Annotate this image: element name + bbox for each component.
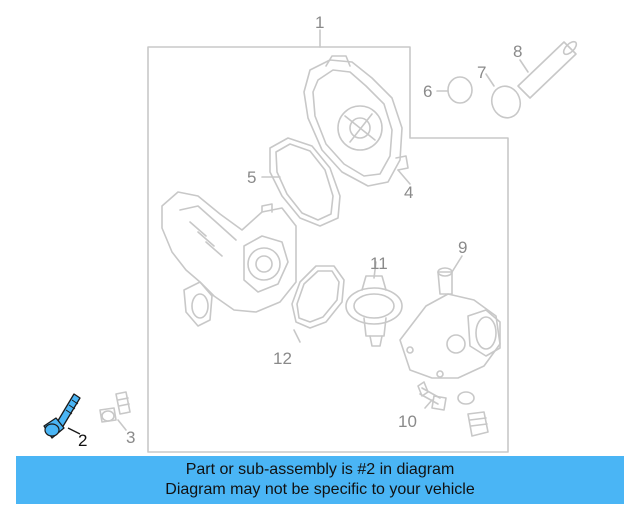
leader-3 (117, 419, 127, 431)
callout-4: 4 (404, 183, 413, 202)
callout-11: 11 (370, 254, 388, 273)
leader-12 (293, 329, 301, 343)
part-9-thermostat-housing (399, 267, 501, 379)
banner-line-2: Diagram may not be specific to your vehi… (165, 481, 475, 498)
part-7-oring (490, 85, 522, 119)
leader-9 (451, 255, 463, 273)
part-6-oring (447, 76, 473, 104)
callout-9: 9 (458, 238, 467, 257)
part-housing (161, 191, 297, 327)
part-3-bolt (99, 391, 131, 423)
banner-line-1: Part or sub-assembly is #2 in diagram (185, 461, 455, 478)
leader-8 (519, 59, 529, 73)
assembly-boundary (147, 46, 509, 453)
callout-7: 7 (477, 63, 486, 82)
leader-2 (67, 427, 81, 435)
callout-2: 2 (78, 431, 87, 450)
part-5-gasket (269, 137, 341, 227)
leader-10 (424, 399, 433, 409)
callout-6: 6 (423, 82, 432, 101)
leader-4 (397, 169, 411, 185)
part-2-bolt-highlight (43, 393, 81, 439)
part-8-pipe (517, 40, 578, 99)
part-small-oring (457, 391, 475, 405)
callout-10: 10 (398, 412, 417, 431)
leader-7 (485, 73, 495, 87)
part-12-gasket (291, 265, 345, 329)
part-4-pump-cover (303, 55, 409, 187)
callout-1: 1 (315, 13, 324, 32)
part-11-thermostat (345, 275, 403, 347)
part-10-bolt (417, 381, 447, 411)
leader-11 (373, 261, 377, 279)
part-plug (467, 411, 489, 437)
callout-3: 3 (126, 428, 135, 447)
callout-8: 8 (513, 42, 522, 61)
callout-12: 12 (273, 349, 292, 368)
info-banner: Part or sub-assembly is #2 in diagram Di… (16, 456, 624, 504)
callout-5: 5 (247, 168, 256, 187)
parts-diagram: 1 2 3 4 5 6 7 8 9 10 11 12 (43, 13, 578, 453)
